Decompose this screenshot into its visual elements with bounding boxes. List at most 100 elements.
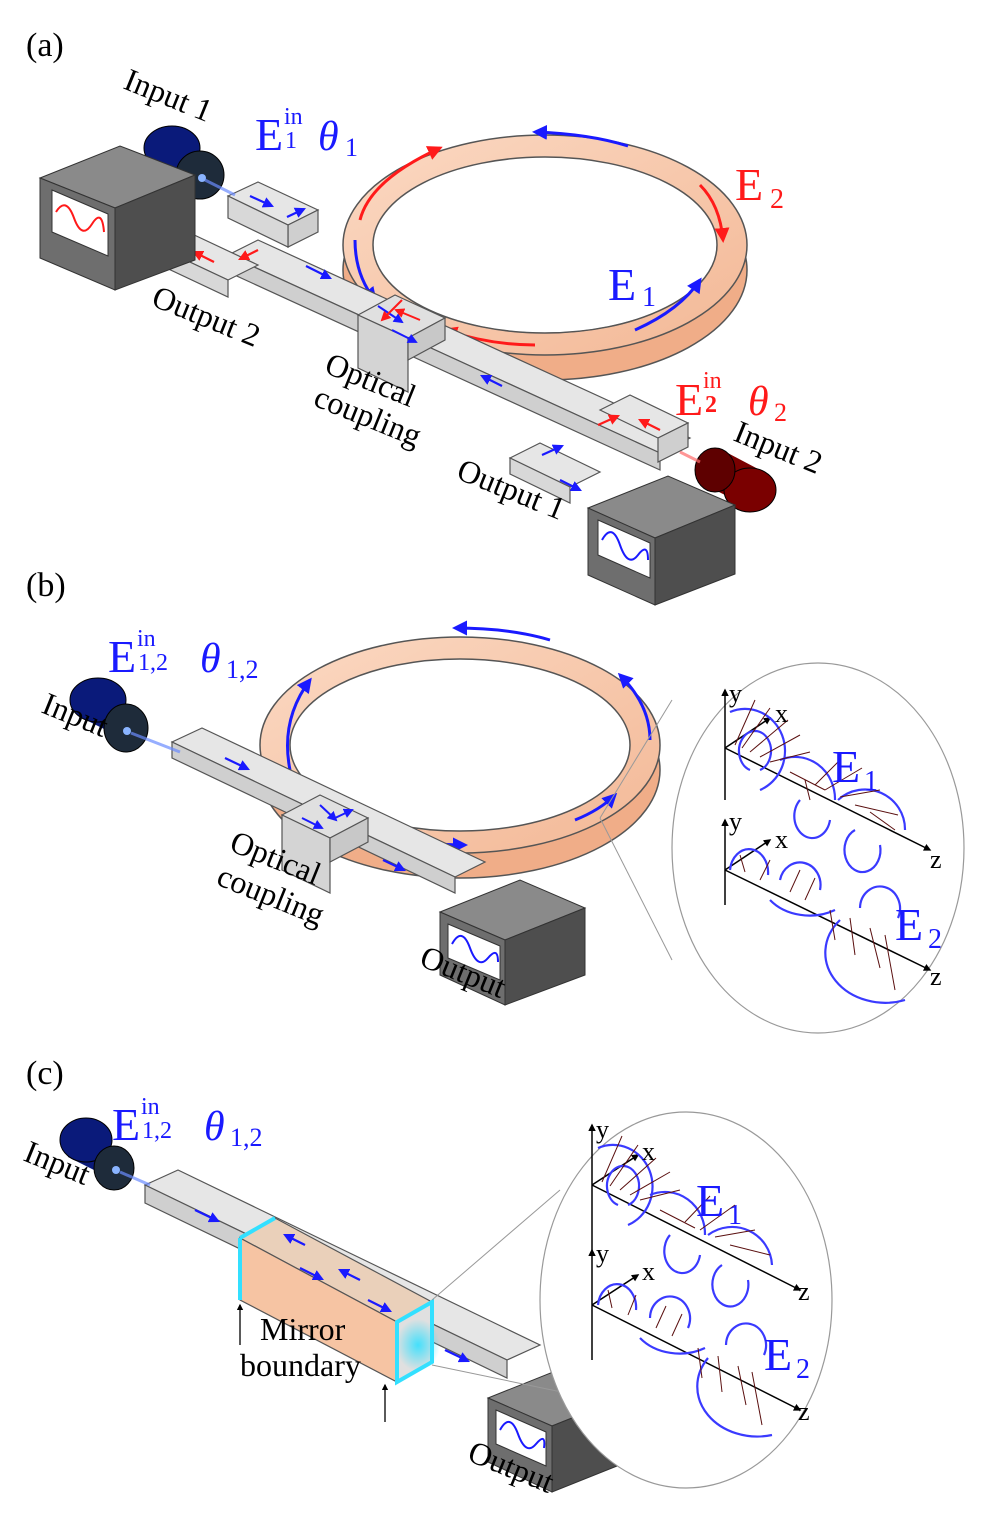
- label-e1: E 1: [608, 259, 656, 313]
- ring-arrow-b-top: [452, 620, 551, 642]
- svg-text:2: 2: [796, 1354, 810, 1385]
- coupler-arrows-a: [377, 299, 421, 343]
- ring-arrow-e2-right: [698, 183, 730, 243]
- svg-text:E: E: [255, 109, 283, 160]
- svg-text:E: E: [112, 1099, 140, 1150]
- cavity-arrow-c-1: [283, 1234, 306, 1246]
- wg-arrow-c-2: [444, 1349, 470, 1363]
- svg-text:2: 2: [705, 392, 717, 418]
- waveguide-b: [170, 727, 487, 894]
- wg-arrow-a-10: [559, 479, 582, 491]
- svg-text:x: x: [775, 699, 788, 728]
- svg-text:1: 1: [285, 128, 297, 154]
- ring-arrow-b-left: [286, 677, 312, 771]
- svg-text:2: 2: [928, 924, 942, 955]
- svg-text:θ: θ: [748, 379, 769, 425]
- inset-b: y x z y x z E 1 E 2: [599, 662, 965, 1034]
- wg-arrow-a-7: [638, 419, 661, 431]
- laser-input-b: [69, 677, 181, 754]
- ring-arrow-e1-right: [634, 277, 702, 332]
- svg-text:E: E: [735, 159, 763, 210]
- wg-arrow-b-2: [382, 859, 406, 872]
- coupler-arrow-b-2: [319, 804, 338, 822]
- svg-text:z: z: [798, 1277, 810, 1306]
- mirror-bracket: [236, 1303, 389, 1422]
- label-output-2: Output 2: [147, 278, 265, 354]
- svg-text:1: 1: [642, 282, 656, 313]
- label-mirror-2: boundary: [240, 1347, 361, 1383]
- ring-arrow-e1-top: [532, 124, 629, 148]
- svg-text:z: z: [930, 962, 942, 991]
- helix-e1-c: [597, 1135, 774, 1308]
- svg-text:in: in: [141, 1094, 160, 1120]
- label-ein-theta-c: E 1,2 in θ 1,2: [112, 1094, 263, 1152]
- cavity-arrow-c-2: [299, 1267, 324, 1280]
- panel-b: (b): [26, 567, 965, 1034]
- svg-text:θ: θ: [318, 114, 339, 160]
- svg-text:in: in: [284, 104, 303, 130]
- helix-e2-b: [728, 848, 906, 1004]
- svg-text:E: E: [832, 741, 860, 792]
- svg-text:E: E: [764, 1329, 792, 1380]
- svg-text:x: x: [642, 1257, 655, 1286]
- wg-arrow-a-4: [192, 251, 215, 263]
- device-output-2: [38, 145, 197, 291]
- cavity-arrow-c-4: [367, 1299, 392, 1312]
- svg-text:x: x: [775, 825, 788, 854]
- coupler-arrow-b-3: [334, 808, 354, 819]
- inset-c: y x z y x z E 1 E 2: [431, 1111, 833, 1489]
- svg-text:1: 1: [728, 1200, 742, 1231]
- wg-arrow-a-3: [305, 265, 332, 279]
- label-e1in-theta1: E 1 in θ 1: [255, 104, 358, 162]
- wg-arrow-a-2: [286, 207, 306, 218]
- svg-text:x: x: [642, 1137, 655, 1166]
- wg-arrow-a-6: [480, 375, 503, 387]
- svg-text:1,2: 1,2: [226, 655, 259, 684]
- svg-text:2: 2: [774, 398, 787, 427]
- helix-e2-c: [596, 1283, 773, 1438]
- panel-c-label: (c): [26, 1055, 64, 1092]
- svg-text:1,2: 1,2: [142, 1118, 172, 1144]
- panel-a: (a): [26, 27, 828, 606]
- svg-text:1,2: 1,2: [230, 1123, 263, 1152]
- device-output-1: [586, 475, 737, 606]
- wg-arrow-a-5: [238, 249, 259, 260]
- svg-text:in: in: [703, 368, 722, 394]
- svg-text:E: E: [608, 259, 636, 310]
- svg-text:y: y: [596, 1239, 609, 1268]
- panel-c: (c): [19, 1055, 833, 1500]
- svg-text:E: E: [108, 631, 136, 682]
- svg-text:E: E: [675, 374, 703, 425]
- label-mirror-1: Mirror: [260, 1311, 346, 1347]
- ring-arrow-e2-top: [358, 146, 443, 221]
- svg-text:y: y: [596, 1115, 609, 1144]
- svg-text:2: 2: [770, 184, 784, 215]
- panel-a-label: (a): [26, 27, 64, 64]
- wg-arrow-a-1: [249, 194, 275, 208]
- waveguide-a: [158, 181, 692, 504]
- wg-arrow-b-1: [224, 757, 250, 771]
- label-e2in-theta2: E 2 in θ 2: [675, 368, 787, 427]
- svg-text:1: 1: [864, 766, 878, 797]
- svg-text:z: z: [930, 845, 942, 874]
- svg-text:θ: θ: [204, 1104, 225, 1150]
- helix-e1-b: [729, 699, 907, 874]
- wg-arrow-c-1: [194, 1209, 220, 1223]
- laser-input-c: [59, 1117, 151, 1191]
- laser-input-2: [679, 447, 777, 513]
- svg-text:in: in: [137, 626, 156, 652]
- svg-text:E: E: [696, 1175, 724, 1226]
- ring-arrow-b-right: [617, 672, 652, 741]
- label-input-1: Input 1: [119, 61, 217, 129]
- svg-text:y: y: [729, 679, 742, 708]
- cavity-c: [238, 1216, 440, 1386]
- svg-text:θ: θ: [200, 636, 221, 682]
- panel-b-label: (b): [26, 567, 66, 604]
- wg-arrow-a-9: [541, 444, 565, 457]
- svg-text:z: z: [798, 1397, 810, 1426]
- coupler-arrow-b-1: [301, 817, 324, 829]
- wg-arrow-a-8: [597, 414, 621, 427]
- device-output-b: [438, 879, 587, 1006]
- svg-text:E: E: [895, 899, 923, 950]
